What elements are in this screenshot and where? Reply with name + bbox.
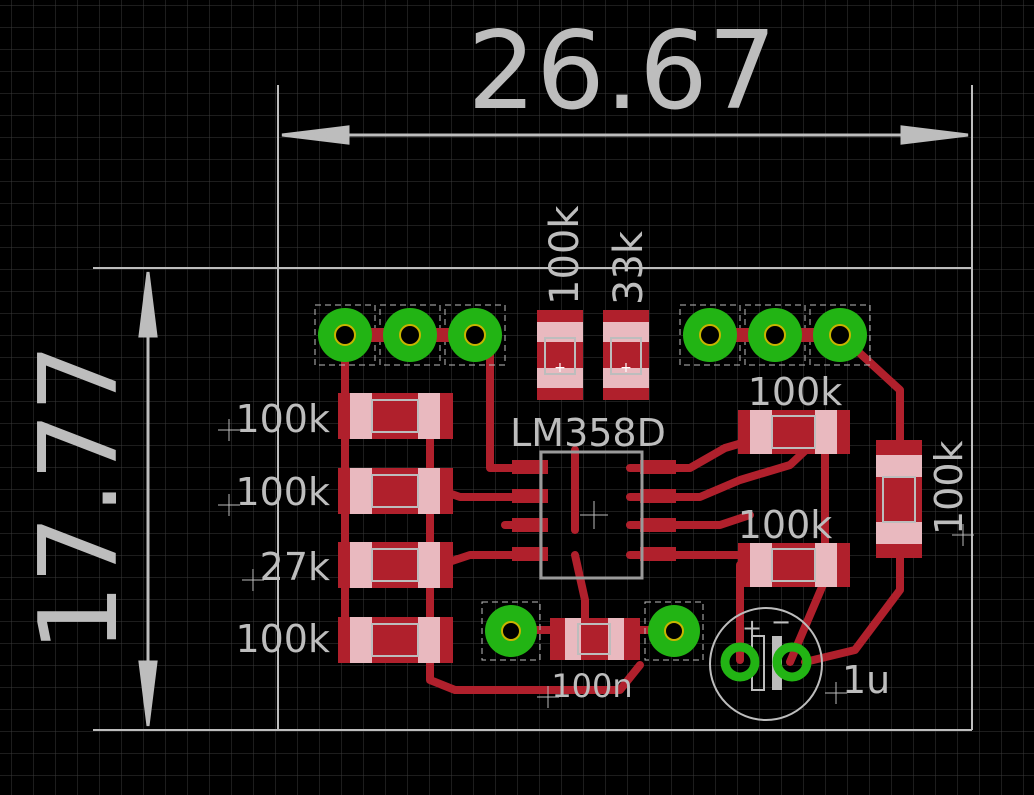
resistor-right-upper [738, 410, 850, 454]
label-r-right-lower: 100k [738, 503, 833, 547]
label-ic: LM358D [510, 411, 666, 455]
height-dimension-label: 17.77 [17, 343, 142, 652]
label-r-far-right: 100k [927, 440, 971, 535]
svg-text:+: + [620, 360, 632, 376]
width-dimension-label: 26.67 [467, 9, 776, 134]
width-dimension [281, 125, 969, 145]
svg-text:+: + [554, 360, 566, 376]
label-r-top-left: 100k [542, 205, 588, 305]
label-c-bottom: 100n [551, 667, 632, 705]
capacitor-100n [550, 618, 640, 660]
header-pins-left [314, 304, 506, 366]
ic-lm358d [512, 450, 676, 580]
resistor-left-3 [338, 542, 453, 588]
resistor-right-lower [738, 543, 850, 587]
resistor-left-2 [338, 468, 453, 514]
resistor-left-1 [338, 393, 453, 439]
resistor-top-right: + [603, 310, 649, 400]
resistor-left-4 [338, 617, 453, 663]
origin-markers [218, 419, 974, 708]
resistor-top-left: + [537, 310, 583, 400]
header-pins-right [679, 304, 871, 366]
label-r-left-2: 100k [235, 470, 330, 514]
label-r-left-3: 27k [260, 545, 330, 589]
label-c-electrolytic: 1u [842, 658, 890, 702]
label-r-right-upper: 100k [748, 370, 843, 414]
label-r-left-4: 100k [235, 617, 330, 661]
cap-minus-marker: − [771, 608, 791, 636]
label-r-left-1: 100k [235, 397, 330, 441]
board-outline [93, 85, 973, 731]
cap-plus-marker: + [742, 614, 762, 642]
label-r-top-right: 33k [606, 230, 652, 305]
resistor-far-right [876, 440, 922, 558]
capacitor-electrolytic [709, 607, 823, 721]
height-dimension [138, 271, 158, 727]
bottom-pads [481, 601, 704, 661]
